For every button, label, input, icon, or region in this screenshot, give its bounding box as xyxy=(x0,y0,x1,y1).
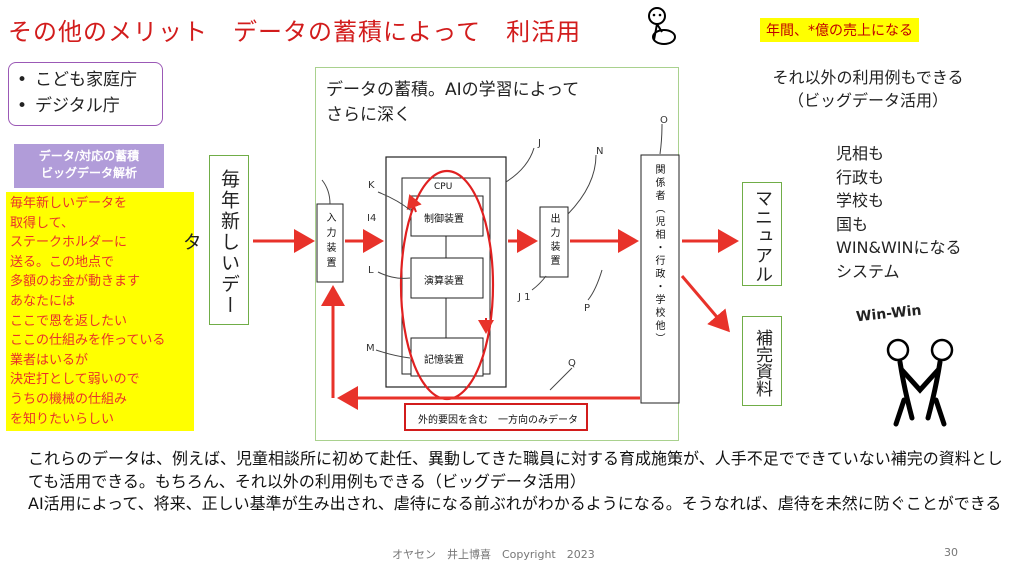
winwin-handshake-icon xyxy=(886,338,954,427)
note-line: 毎年新しいデータを xyxy=(10,196,128,211)
supplement-box: 補完資料 xyxy=(742,316,782,406)
arith-unit-box xyxy=(410,257,484,299)
input-device-box xyxy=(316,203,344,283)
label-M: M xyxy=(366,343,375,354)
note-line: 取得して、 xyxy=(10,215,74,231)
system-line: 児相も xyxy=(836,144,885,163)
other-uses-line: それ以外の利用例もできる xyxy=(772,68,964,87)
note-line: ここで恩を返したい xyxy=(10,313,128,329)
label-L: L xyxy=(368,265,374,276)
label-P: P xyxy=(584,303,591,314)
label-O: O xyxy=(660,115,668,126)
page-number: 30 xyxy=(944,546,958,559)
revenue-note: 年間、*億の売上になる xyxy=(760,18,919,42)
highlight-note: 毎年新しいデータを 取得して、 ステークホルダーに 送る。この地点で 多額のお金… xyxy=(6,192,194,432)
winwin-system-text: 児相も 行政も 学校も 国も WIN&WINになる システム xyxy=(836,142,962,283)
cpu-label: CPU xyxy=(434,182,453,192)
note-line: ステークホルダーに xyxy=(10,235,128,251)
label-N: N xyxy=(596,146,604,157)
stakeholder-label: 関係者（児相・行政・学校他） xyxy=(653,164,664,346)
organization-list: こども家庭庁 デジタル庁 xyxy=(8,62,163,126)
note-line: 決定打として弱いので xyxy=(10,372,140,388)
manual-box: マニュアル xyxy=(742,182,782,286)
caption-line: データの蓄積。AIの学習によって xyxy=(326,80,580,100)
one-way-data-box xyxy=(404,403,588,431)
org-item: デジタル庁 xyxy=(17,93,154,119)
caption-line: さらに深く xyxy=(326,105,411,125)
arrow-to-supplement xyxy=(680,275,730,333)
other-uses-line: （ビッグデータ活用） xyxy=(787,91,948,110)
output-device-label: 出力装置 xyxy=(548,213,559,269)
memory-unit-label: 記憶装置 xyxy=(424,355,464,366)
note-line: 送る。この地点で xyxy=(10,254,115,270)
output-device-box xyxy=(539,206,569,278)
control-unit-label: 制御装置 xyxy=(424,214,464,225)
summary-paragraph: AI活用によって、将来、正しい基準が生み出され、虐待になる前ぶれがわかるようにな… xyxy=(28,494,1002,513)
note-line: 業者はいるが xyxy=(10,352,89,368)
label-Q: Q xyxy=(568,358,576,369)
system-line: 学校も xyxy=(836,191,885,210)
note-line: 多額のお金が動きます xyxy=(10,274,141,290)
label-J: J xyxy=(538,138,541,149)
org-item: こども家庭庁 xyxy=(17,67,154,93)
bigdata-label-line: ビッグデータ解析 xyxy=(40,166,137,180)
input-device-label: 入力装置 xyxy=(324,212,335,272)
stakeholder-box xyxy=(640,154,680,404)
system-line: WIN&WINになる xyxy=(836,238,962,257)
control-unit-box xyxy=(410,195,484,237)
system-line: 行政も xyxy=(836,167,885,187)
label-J1: J 1 xyxy=(518,292,531,303)
label-K: K xyxy=(368,180,375,191)
every-year-data-box: 毎年新しいデータ xyxy=(180,155,249,325)
other-uses-text: それ以外の利用例もできる （ビッグデータ活用） xyxy=(748,66,988,112)
note-line: を知りたいらしい xyxy=(10,411,115,427)
diagram-caption: データの蓄積。AIの学習によって さらに深く xyxy=(326,78,579,128)
summary-text: これらのデータは、例えば、児童相談所に初めて赴任、異動してきた職員に対する育成施… xyxy=(28,448,1008,516)
arith-unit-label: 演算装置 xyxy=(424,276,464,287)
one-way-data-label: 外的要因を含む 一方向のみデータ xyxy=(418,415,578,426)
system-line: システム xyxy=(836,261,900,281)
summary-paragraph: これらのデータは、例えば、児童相談所に初めて赴任、異動してきた職員に対する育成施… xyxy=(28,449,1003,491)
bigdata-label-line: データ/対応の蓄積 xyxy=(38,149,140,163)
footer-copyright: オヤセン 井上博喜 Copyright 2023 xyxy=(392,548,595,561)
note-line: うちの機械の仕組み xyxy=(10,391,128,407)
note-line: ここの仕組みを作っている xyxy=(10,333,166,349)
bigdata-label: データ/対応の蓄積 ビッグデータ解析 xyxy=(14,144,164,188)
system-line: 国も xyxy=(836,214,869,234)
note-line: あなたには xyxy=(10,293,76,309)
mascot-icon xyxy=(648,7,676,45)
label-I4: I4 xyxy=(367,213,377,224)
page-title: その他のメリット データの蓄積によって 利活用 xyxy=(8,18,582,46)
